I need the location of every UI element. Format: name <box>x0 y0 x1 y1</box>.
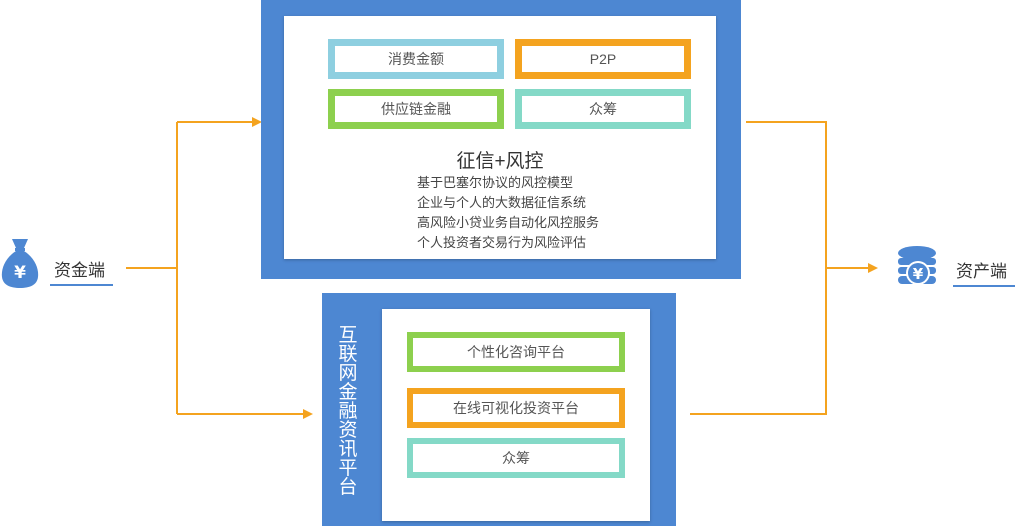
tag-crowdfunding: 众筹 <box>515 89 691 129</box>
asset-side-node: ¥ 资产端 <box>890 244 1015 292</box>
money-bag-icon: ¥ <box>1 239 39 288</box>
funding-side-node: ¥ 资金端 <box>0 236 130 292</box>
svg-text:¥: ¥ <box>913 265 924 283</box>
tag-consumer-amount: 消费金额 <box>328 39 504 79</box>
tag-p2p: P2P <box>515 39 691 79</box>
credit-risk-panel: 消费金额 P2P 供应链金融 众筹 征信+风控 基于巴塞尔协议的风控模型 企业与… <box>261 0 741 279</box>
funding-side-underline <box>50 284 113 286</box>
list-item: 基于巴塞尔协议的风控模型 <box>417 175 574 190</box>
arrow-head-right-node <box>868 263 878 273</box>
list-item: 高风险小贷业务自动化风控服务 <box>417 215 600 230</box>
info-platform-title: 互联网金融资讯平台 <box>338 325 358 498</box>
credit-risk-title: 征信+风控 <box>456 151 544 172</box>
info-platform-panel: 互联网金融资讯平台 个性化咨询平台 在线可视化投资平台 众筹 <box>322 293 676 526</box>
tag-supply-chain-finance: 供应链金融 <box>328 89 504 129</box>
tag-personal-consulting: 个性化咨询平台 <box>407 332 625 372</box>
info-platform-card: 个性化咨询平台 在线可视化投资平台 众筹 <box>382 309 650 521</box>
list-item: 企业与个人的大数据征信系统 <box>417 195 587 210</box>
tag-online-visual-investment: 在线可视化投资平台 <box>407 388 625 428</box>
coin-stack-icon: ¥ <box>898 246 936 285</box>
credit-risk-list: 基于巴塞尔协议的风控模型 企业与个人的大数据征信系统 高风险小贷业务自动化风控服… <box>417 173 599 253</box>
list-item: 个人投资者交易行为风险评估 <box>417 235 587 250</box>
svg-text:¥: ¥ <box>14 263 26 283</box>
funding-side-label: 资金端 <box>54 261 105 280</box>
credit-risk-card: 消费金额 P2P 供应链金融 众筹 征信+风控 基于巴塞尔协议的风控模型 企业与… <box>284 16 716 259</box>
tag-crowdfunding-platform: 众筹 <box>407 438 625 478</box>
arrow-head-bottom-panel <box>303 409 313 419</box>
arrow-head-top-panel <box>252 117 262 127</box>
asset-side-label: 资产端 <box>956 262 1007 281</box>
asset-side-underline <box>953 285 1015 287</box>
